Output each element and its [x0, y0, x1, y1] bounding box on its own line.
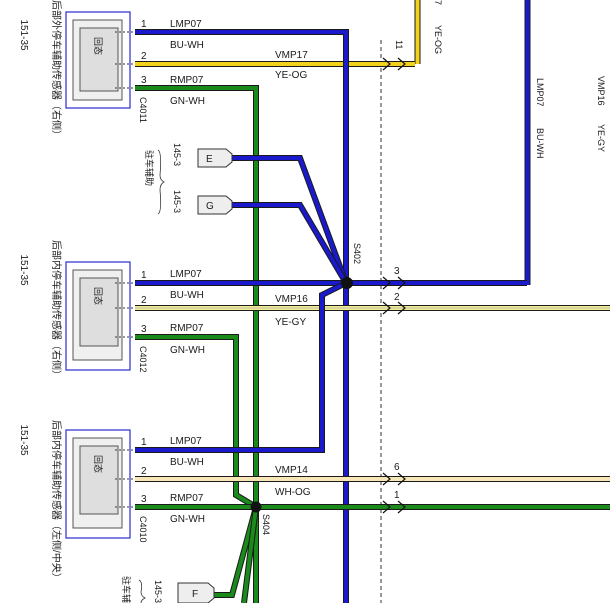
- connector-c4010: C4010: [138, 516, 148, 543]
- right-pin-6: 6: [394, 462, 400, 473]
- wire-rmp07-2: [135, 334, 258, 510]
- page-ref-1: 151-35: [18, 19, 29, 51]
- pin-s3-3: 3: [141, 494, 147, 505]
- ref-connector-e[interactable]: E: [197, 148, 233, 168]
- sensor-title-1: 后部外停车辅助传感器（右侧）: [50, 0, 63, 140]
- right-pin-2: 2: [394, 292, 400, 303]
- pin-s1-2: 2: [141, 51, 147, 62]
- ref-letter-e: E: [206, 154, 213, 165]
- wire-ref-e: [232, 155, 349, 285]
- ref-letter-f: F: [192, 589, 198, 600]
- sensor-box-3[interactable]: 回态: [65, 429, 135, 539]
- label-s2-color-3: GN-WH: [170, 345, 205, 356]
- label-s2-color-2: YE-GY: [275, 317, 306, 328]
- right-pins: 7 11 YE-OG 3 2 6 1 LMP07 BU-WH VMP16 YE-…: [394, 0, 606, 501]
- right-color-ye-gy: YE-GY: [596, 124, 606, 152]
- pin-s3-1: 1: [141, 437, 147, 448]
- pin-s1-1: 1: [141, 19, 147, 30]
- pin-s2-1: 1: [141, 270, 147, 281]
- ref-label-f: 驻车辅助: [121, 576, 132, 603]
- ref-page-e: 145-3: [172, 143, 182, 166]
- label-s2-circuit-2: VMP16: [275, 294, 308, 305]
- sensor-title-2: 后部内停车辅助传感器（右侧）: [50, 240, 63, 380]
- label-s2-color-1: BU-WH: [170, 290, 204, 301]
- ref-page-f: 145-3: [153, 580, 163, 603]
- page-ref-2: 151-35: [18, 254, 29, 286]
- label-s3-circuit-3: RMP07: [170, 493, 204, 504]
- label-s2-circuit-3: RMP07: [170, 323, 204, 334]
- splice-label-s402: S402: [352, 243, 362, 264]
- ref-brace-f: [138, 579, 146, 603]
- sensor-box-2[interactable]: 回态: [65, 261, 135, 371]
- pin-s2-2: 2: [141, 295, 147, 306]
- page-ref-3: 151-35: [18, 424, 29, 456]
- pin-numbers-left: 1 2 3 1 2 3 1 2 3: [141, 19, 147, 505]
- splice-s402[interactable]: [341, 277, 353, 289]
- sensor-box-1[interactable]: 回态: [65, 11, 135, 109]
- page-refs: 151-35 151-35 151-35: [18, 19, 29, 456]
- connector-c4011: C4011: [138, 97, 148, 123]
- wire-rmp07-1: [135, 85, 259, 603]
- right-color-ye-og: YE-OG: [433, 25, 443, 54]
- ref-letter-g: G: [206, 201, 214, 212]
- sensor-title-3: 后部内停车辅助传感器（左侧/中央）: [50, 420, 63, 583]
- label-s3-color-3: GN-WH: [170, 514, 205, 525]
- ref-connector-g[interactable]: G: [197, 195, 233, 215]
- label-s1-circuit-2: VMP17: [275, 50, 308, 61]
- label-s1-circuit-3: RMP07: [170, 75, 204, 86]
- right-trunks: [380, 0, 531, 603]
- wire-labels: LMP07 BU-WH VMP17 YE-OG RMP07 GN-WH LMP0…: [170, 19, 311, 525]
- ref-brace-eg: [157, 149, 165, 215]
- label-s1-color-2: YE-OG: [275, 70, 307, 81]
- right-pin-1: 1: [394, 490, 400, 501]
- right-circuit-lmp07: LMP07: [535, 78, 545, 107]
- wire-ref-g: [232, 202, 349, 285]
- sensor-inner-label-3: 回态: [93, 455, 104, 473]
- label-s1-circuit-1: LMP07: [170, 19, 202, 30]
- right-circuit-vmp16: VMP16: [596, 76, 606, 106]
- label-s1-color-3: GN-WH: [170, 96, 205, 107]
- wire-lmp07-3: [135, 280, 348, 453]
- splice-label-s404: S404: [261, 514, 271, 535]
- pin-s2-3: 3: [141, 324, 147, 335]
- label-s1-color-1: BU-WH: [170, 40, 204, 51]
- pin-s3-2: 2: [141, 466, 147, 477]
- sensor-inner-label-2: 回态: [93, 287, 104, 305]
- right-pin-3: 3: [394, 266, 400, 277]
- ref-page-g: 145-3: [172, 190, 182, 213]
- wire-lmp07-1: [135, 29, 349, 603]
- label-s3-circuit-2: VMP14: [275, 465, 308, 476]
- label-s3-color-2: WH-OG: [275, 487, 311, 498]
- sensor-titles: 后部外停车辅助传感器（右侧） 后部内停车辅助传感器（右侧） 后部内停车辅助传感器…: [50, 0, 63, 583]
- label-s3-circuit-1: LMP07: [170, 436, 202, 447]
- wire-splice-s404-down: [214, 506, 259, 603]
- connector-arrows: [382, 57, 406, 514]
- label-s2-circuit-1: LMP07: [170, 269, 202, 280]
- top-pin-7: 7: [433, 0, 443, 5]
- ref-label-eg: 驻车辅助: [144, 150, 155, 186]
- ref-connector-f[interactable]: F: [177, 582, 215, 603]
- connector-c4012: C4012: [138, 346, 148, 373]
- sensor-inner-label-1: 回态: [93, 37, 104, 55]
- pin-s1-3: 3: [141, 75, 147, 86]
- splice-s404[interactable]: [250, 501, 262, 513]
- label-s3-color-1: BU-WH: [170, 457, 204, 468]
- right-pin-11: 11: [394, 40, 404, 49]
- right-color-bu-wh: BU-WH: [535, 128, 545, 159]
